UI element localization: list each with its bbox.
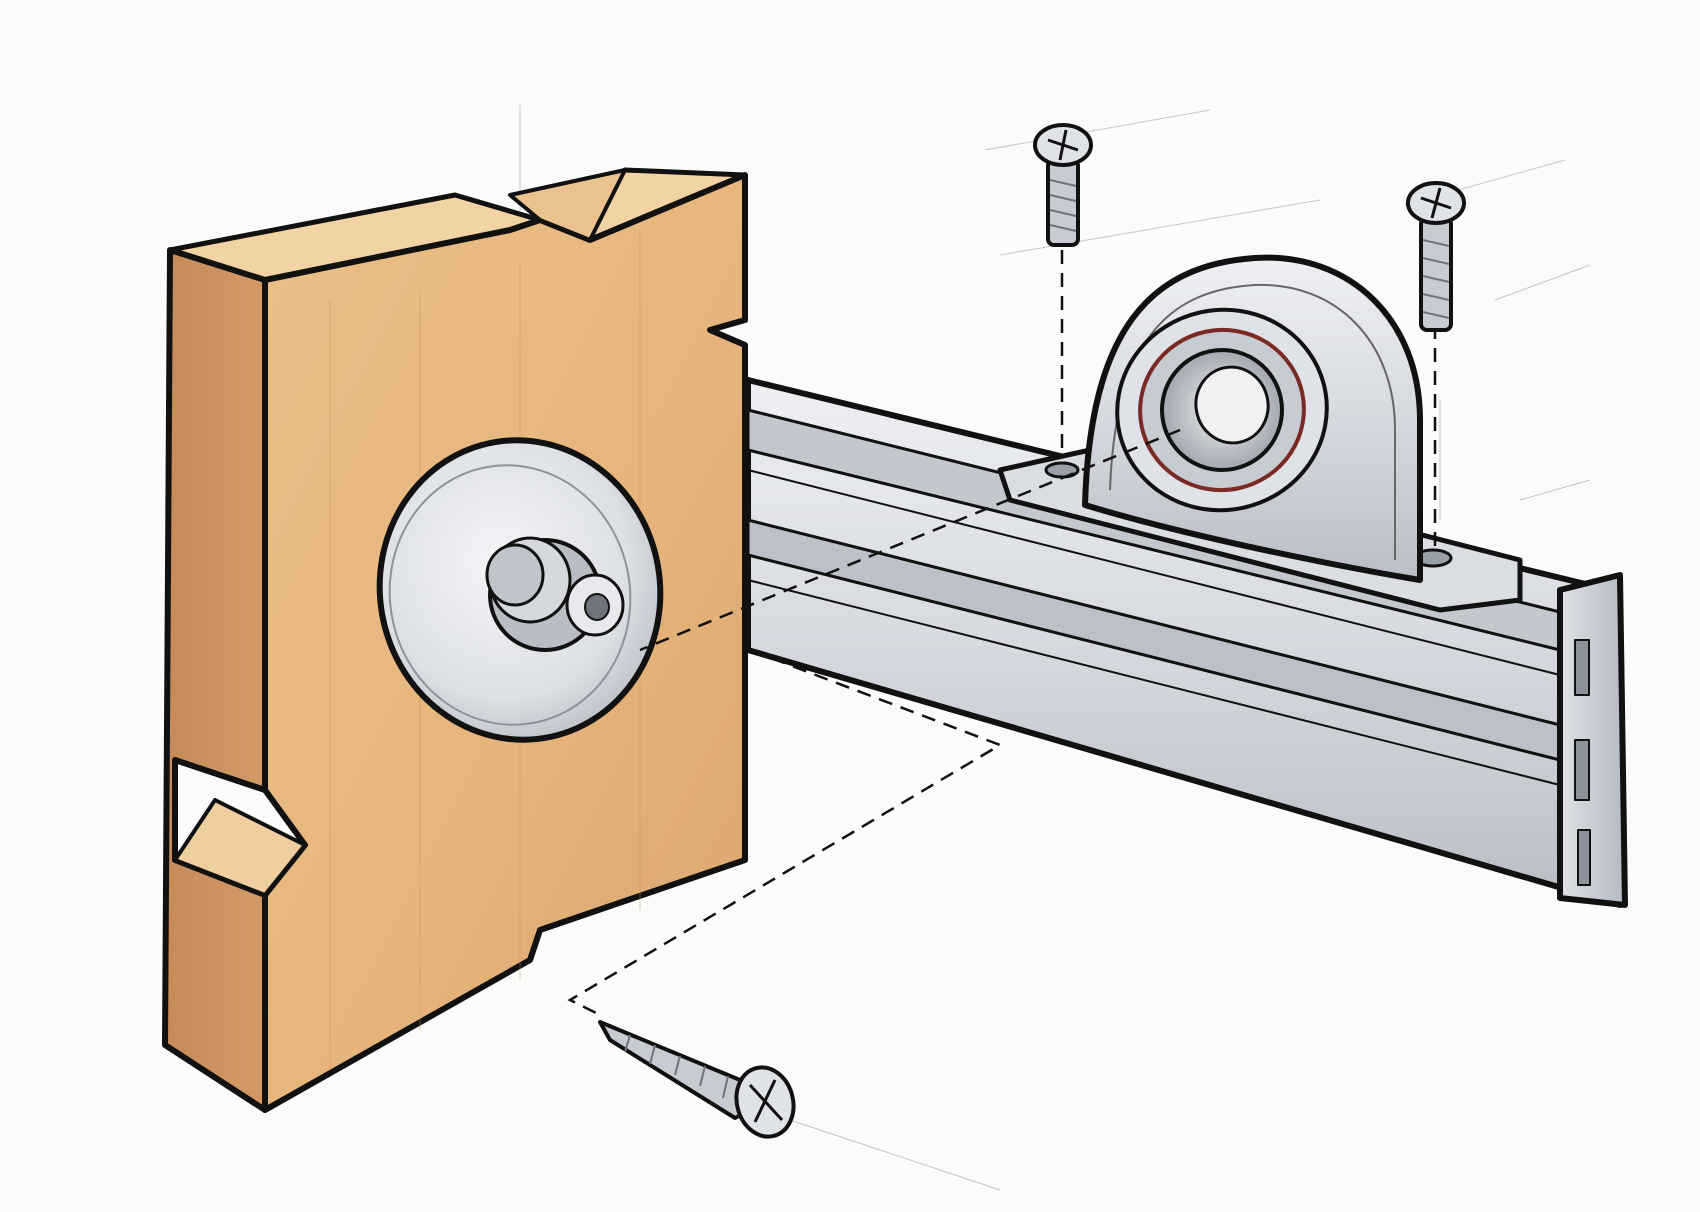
explosion-axis-lines [567, 250, 1437, 1017]
machine-screw-left [1033, 123, 1093, 247]
shaft-disc [376, 437, 664, 743]
wooden-block [162, 167, 748, 1113]
machine-screw-right [1406, 181, 1466, 332]
wood-screw [598, 1020, 796, 1139]
pillow-block-bearing [997, 254, 1523, 613]
